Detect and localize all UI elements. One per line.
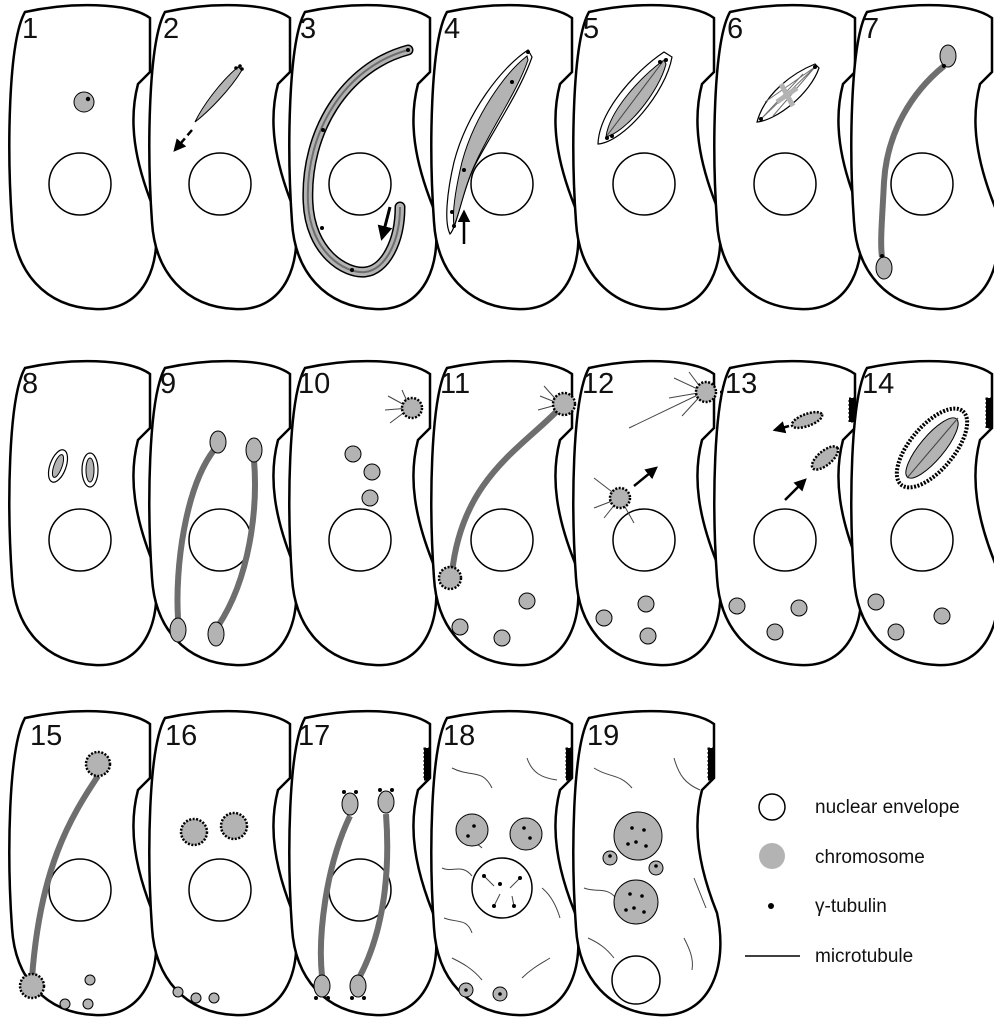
panel-label: 7 (863, 13, 879, 45)
legend-chromosome: chromosome (759, 843, 925, 869)
panel-label: 11 (440, 368, 470, 400)
panel-19 (573, 711, 720, 1015)
panel-3 (289, 5, 436, 309)
legend-gamma-tubulin: γ-tubulin (768, 896, 887, 917)
panel-label: 12 (582, 368, 614, 400)
panel-18 (431, 711, 578, 1015)
panel-15 (9, 711, 156, 1015)
nuclear-envelope-icon (759, 794, 785, 820)
panel-label: 17 (298, 720, 330, 752)
panel-label: 1 (22, 13, 38, 45)
legend-label: microtubule (815, 946, 913, 967)
panel-label: 14 (862, 368, 894, 400)
panel-14 (851, 361, 994, 665)
panel-label: 8 (22, 368, 38, 400)
panel-4 (431, 5, 578, 309)
legend: nuclear envelope chromosome γ-tubulin mi… (745, 794, 960, 967)
panel-17 (289, 711, 436, 1015)
panel-label: 4 (444, 13, 460, 45)
legend-nuclear-envelope: nuclear envelope (759, 794, 960, 820)
panel-5 (573, 5, 720, 309)
panel-10 (289, 361, 436, 665)
panel-12 (573, 361, 732, 665)
panel-7 (851, 5, 994, 309)
panel-16 (149, 711, 296, 1015)
panel-label: 3 (300, 13, 316, 45)
panel-label: 5 (583, 13, 599, 45)
panel-11 (431, 361, 578, 665)
panel-label: 15 (30, 720, 62, 752)
legend-label: chromosome (815, 847, 925, 868)
panel-label: 9 (160, 368, 176, 400)
panel-1 (9, 5, 156, 309)
panel-label: 19 (587, 720, 619, 752)
panel-13 (714, 361, 861, 665)
panel-8 (9, 361, 156, 665)
panel-2 (149, 5, 296, 309)
panel-label: 18 (443, 720, 475, 752)
panel-9 (149, 361, 296, 665)
legend-label: γ-tubulin (815, 896, 887, 917)
panel-6 (714, 5, 861, 309)
panel-label: 10 (298, 368, 330, 400)
panel-label: 2 (163, 13, 179, 45)
gamma-tubulin-icon (768, 903, 774, 909)
panel-label: 16 (165, 720, 197, 752)
legend-label: nuclear envelope (815, 797, 960, 818)
panel-label: 6 (727, 13, 743, 45)
legend-microtubule: microtubule (745, 946, 913, 967)
panel-label: 13 (725, 368, 757, 400)
chromosome-icon (759, 843, 785, 869)
